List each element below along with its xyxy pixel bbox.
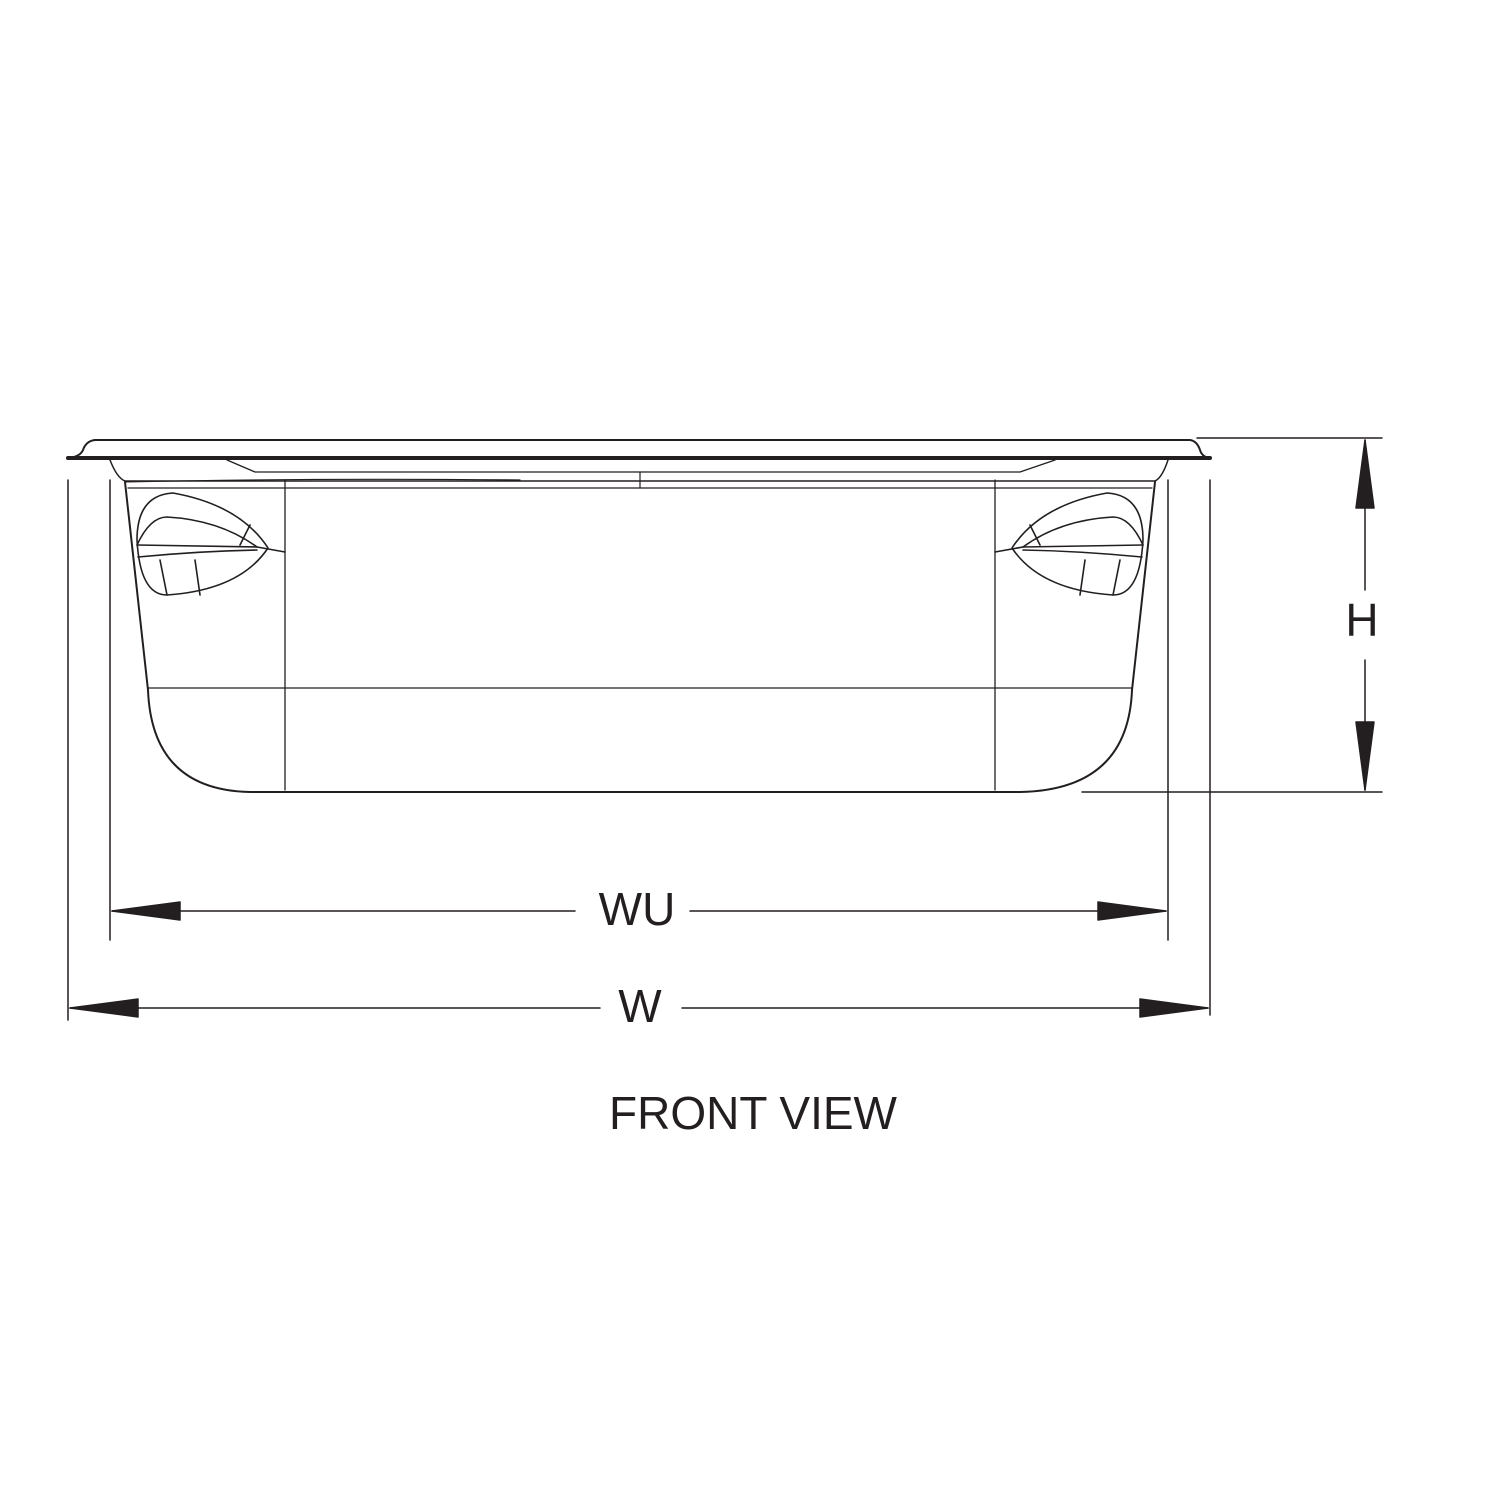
arrow-down-icon [1355,721,1375,791]
left-handle [136,492,286,596]
extension-lines [67,437,1383,1021]
pan-body [124,479,1156,793]
arrow-left-icon [111,901,181,921]
arrow-left-icon [69,998,139,1018]
pan-rim [66,439,1212,489]
arrow-up-icon [1355,439,1375,509]
overall-width-label: W [618,980,662,1032]
dimension-w [69,998,1209,1018]
height-label: H [1345,594,1378,646]
view-title: FRONT VIEW [609,1087,898,1139]
arrow-right-icon [1139,998,1209,1018]
right-handle [994,492,1144,596]
dimension-h [1355,439,1375,791]
dimension-wu [111,901,1167,921]
arrow-right-icon [1097,901,1167,921]
inner-width-label: WU [599,883,676,935]
